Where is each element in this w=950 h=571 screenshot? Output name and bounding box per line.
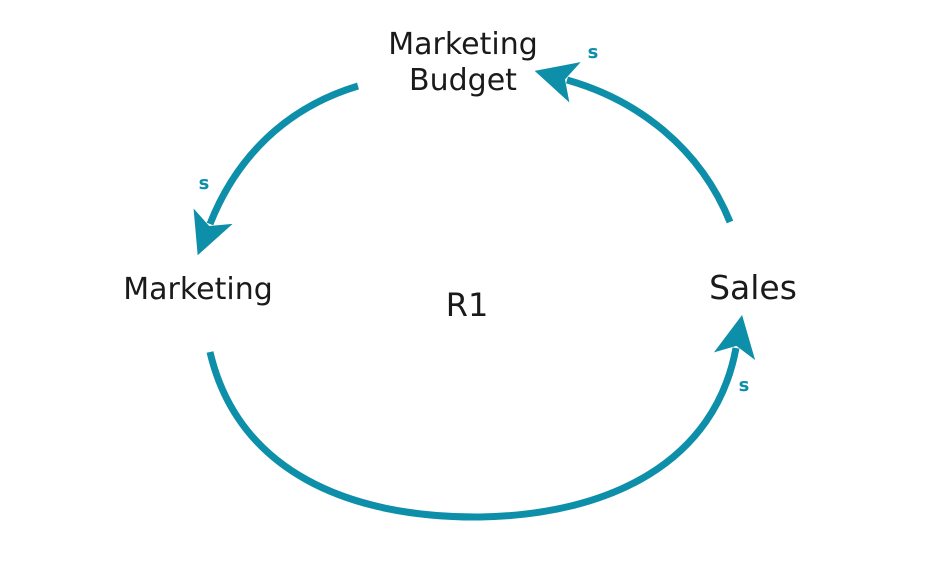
node-sales: Sales	[709, 268, 797, 307]
loop-label: R1	[446, 286, 489, 324]
polarity-label-budget-to-marketing: s	[199, 173, 210, 194]
node-marketing-budget-line2: Budget	[409, 63, 517, 98]
link-budget-to-marketing	[193, 82, 360, 256]
node-marketing-budget-line1: Marketing	[388, 27, 538, 62]
link-sales-to-budget	[534, 62, 734, 224]
polarity-label-sales-to-budget: s	[588, 42, 599, 63]
polarity-label-marketing-to-sales: s	[739, 375, 750, 396]
node-marketing: Marketing	[123, 272, 273, 307]
link-marketing-to-sales	[206, 314, 756, 521]
